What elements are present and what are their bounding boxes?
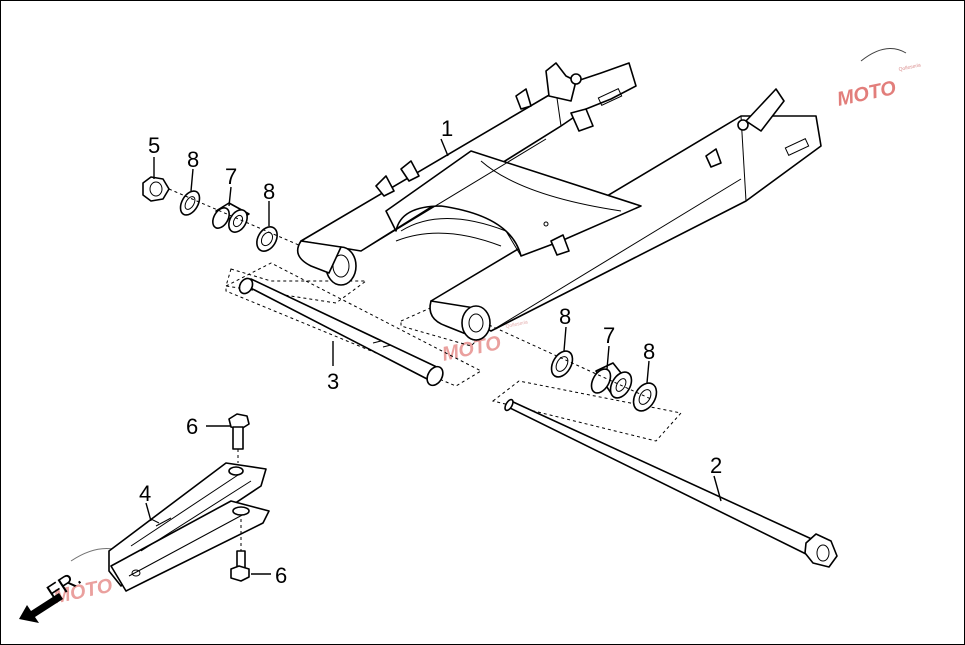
watermark-tagline-text: Qolleseria [505,319,528,330]
leader-8a [190,168,194,192]
callout-4: 4 [139,481,151,506]
watermark-tagline-text: Qolleseria [898,62,921,73]
callout-8-upper-left: 8 [187,147,199,172]
callout-3: 3 [327,369,339,394]
rear-axle [504,398,838,568]
callout-5: 5 [148,133,160,158]
callout-8-upper-right: 8 [263,179,275,204]
callout-2: 2 [710,453,722,478]
callout-1: 1 [441,116,453,141]
watermark-brand-text: MOTO [835,77,898,111]
chain-slider [108,462,270,592]
leader-1 [440,138,449,157]
callout-7-upper: 7 [225,164,237,189]
leader-4 [145,502,152,522]
dashed-box-shaft [225,262,483,387]
callout-8-lower-right: 8 [643,339,655,364]
leader-7a [228,186,232,207]
callout-6-upper: 6 [186,414,198,439]
dust-seal-upper-left [179,190,201,216]
swing-arm [296,62,822,341]
dust-seal-lower-left [550,350,574,378]
front-arrow-icon [19,593,63,623]
callout-8-lower-left: 8 [559,304,571,329]
bolt-lower [230,550,250,582]
nut [142,176,170,202]
dust-seal-upper-right [256,226,278,252]
leader-8d [646,360,650,384]
dust-seal-lower-right [632,382,658,412]
pivot-shaft [238,277,444,387]
leader-7b [606,345,610,370]
dashed-box-pivot-left [225,268,368,304]
watermark-top-right: MOTO Qolleseria [835,48,922,111]
leader-8c [563,326,567,352]
callout-6-lower: 6 [275,563,287,588]
leader-2 [713,475,722,502]
needle-bearing-upper [212,202,250,233]
bolt-upper [228,413,250,450]
callout-7-lower: 7 [603,323,615,348]
